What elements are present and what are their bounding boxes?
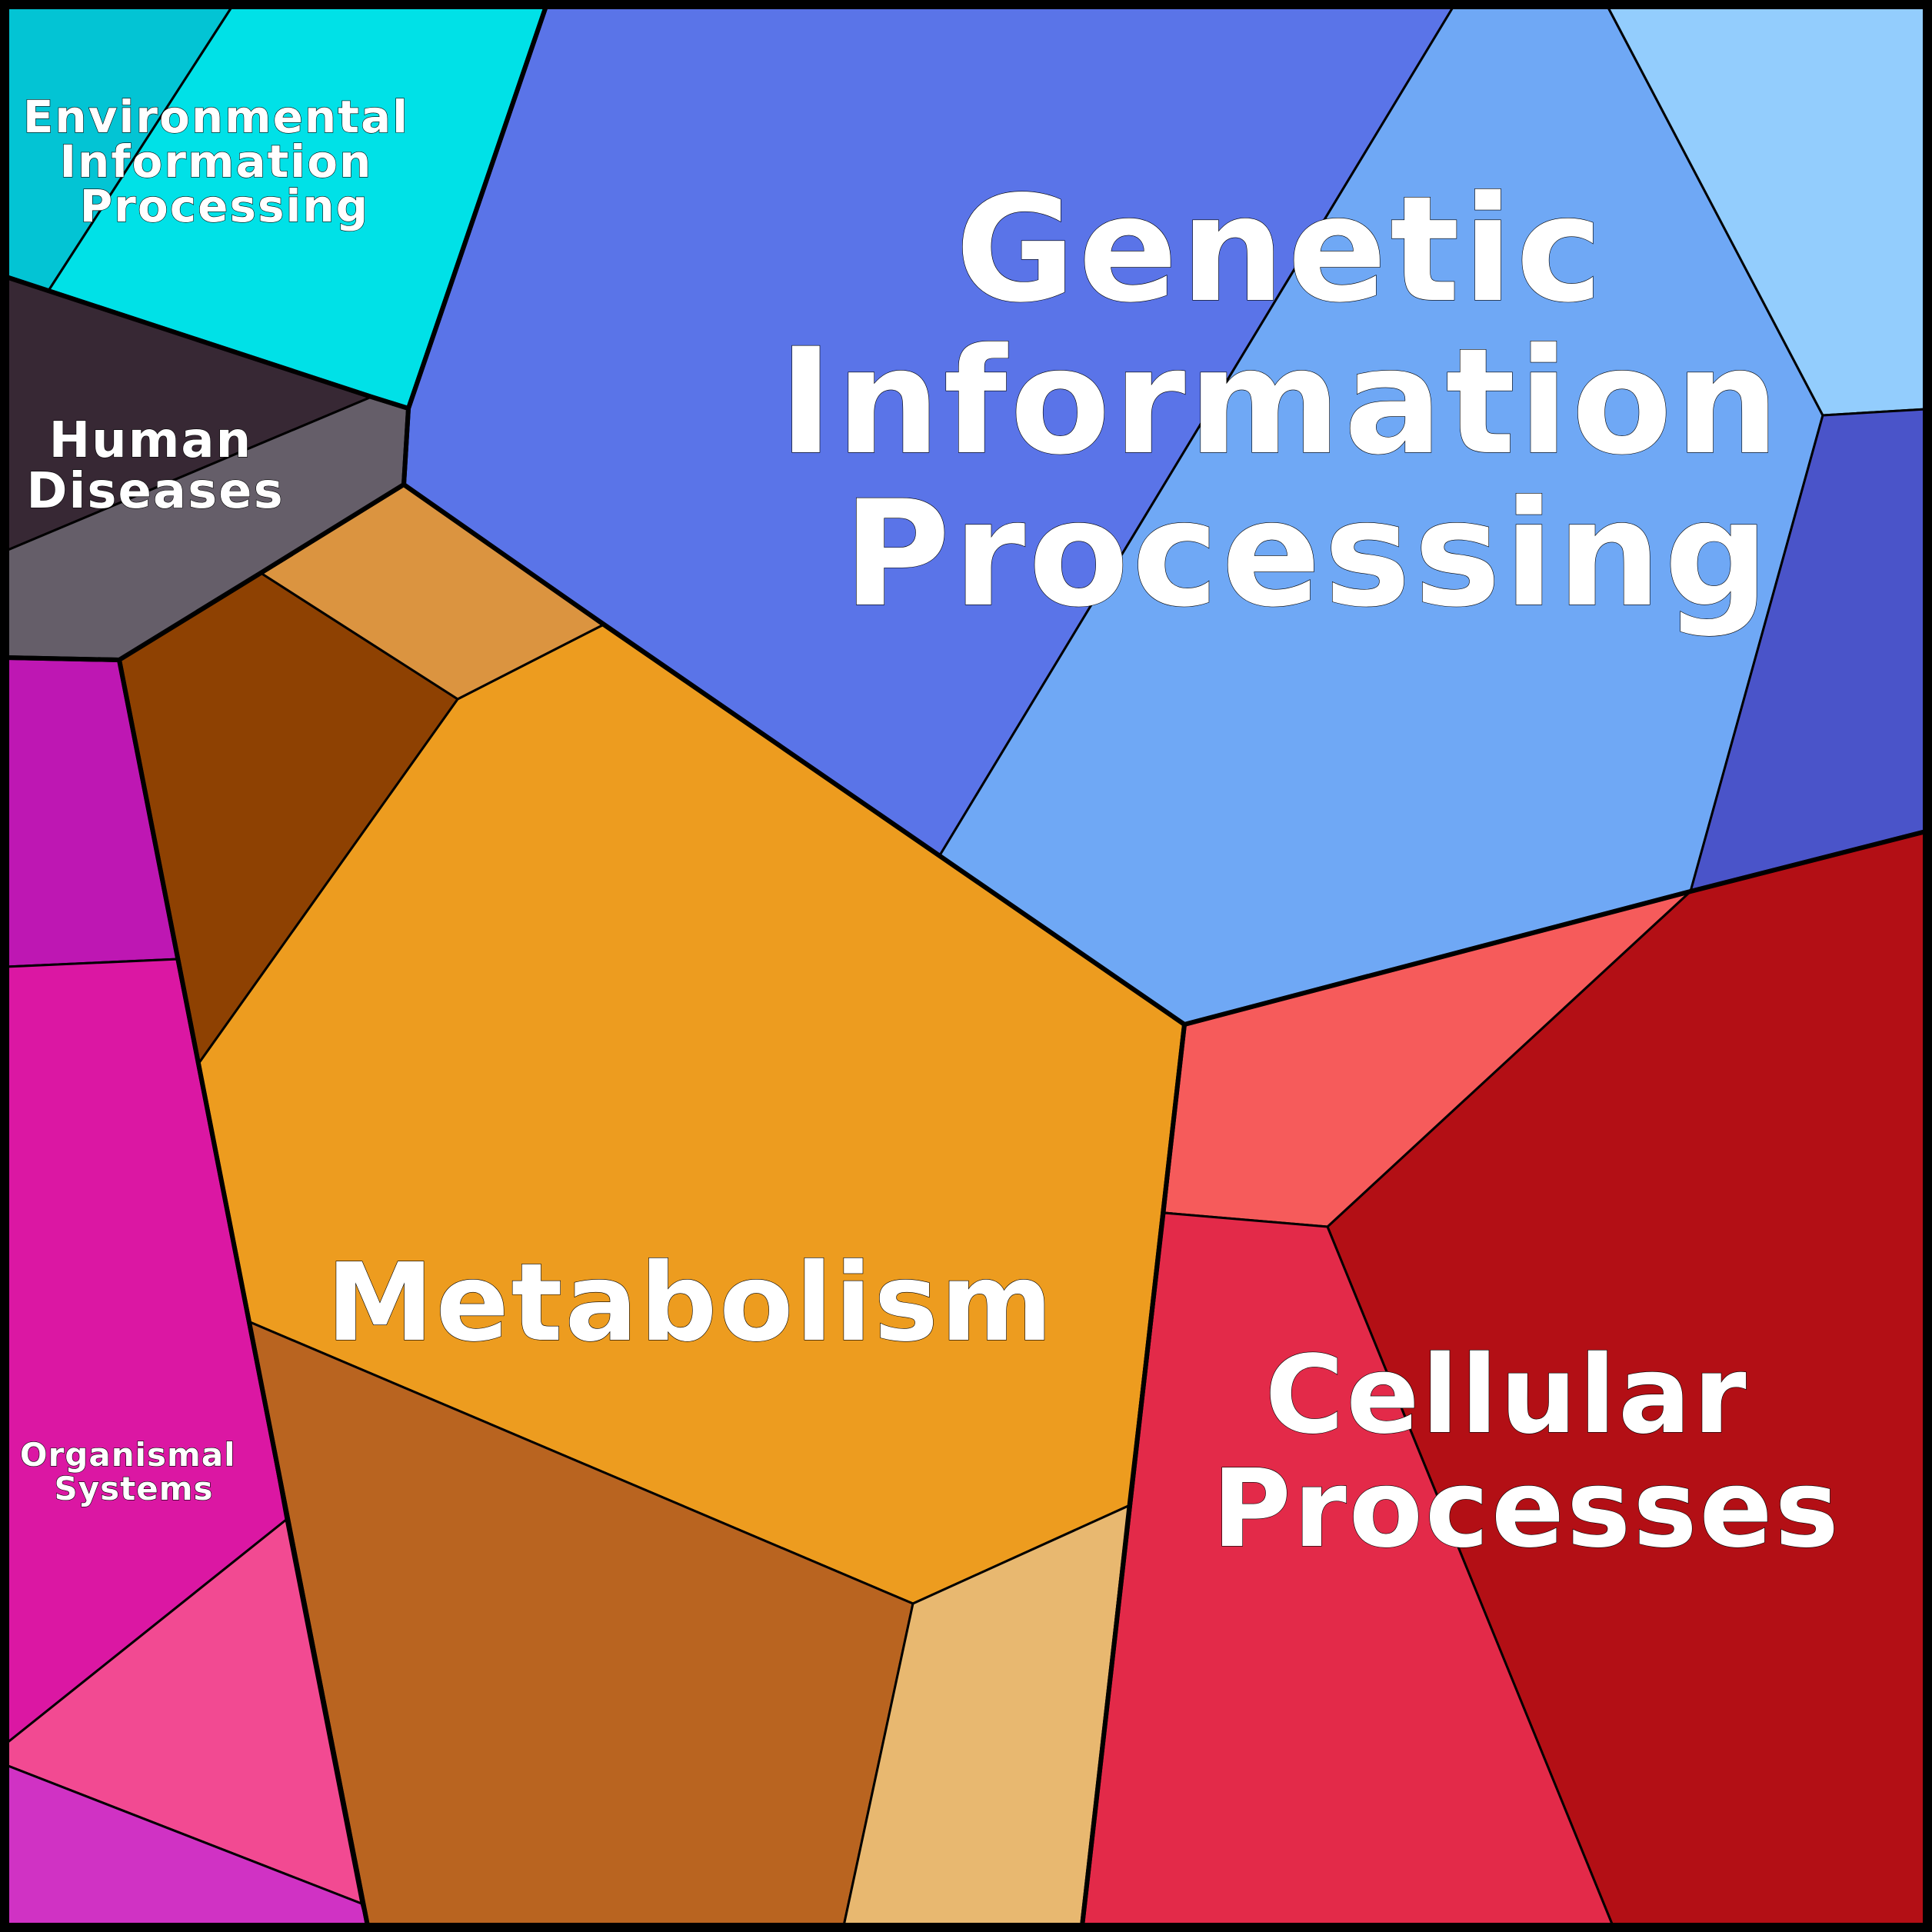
- cells-layer: [5, 5, 1927, 1927]
- label-metabolism: Metabolism: [326, 1241, 1054, 1366]
- label-organismal: Organismal Systems: [20, 1436, 248, 1507]
- label-cellular: Cellular Processes: [1212, 1333, 1841, 1572]
- labels-layer: Genetic Information Processing Metabolis…: [19, 90, 1841, 1572]
- label-human: Human Diseases: [26, 412, 284, 520]
- label-genetic: Genetic Information Processing: [779, 165, 1837, 639]
- label-environmental: Environmental Information Processing: [23, 91, 426, 232]
